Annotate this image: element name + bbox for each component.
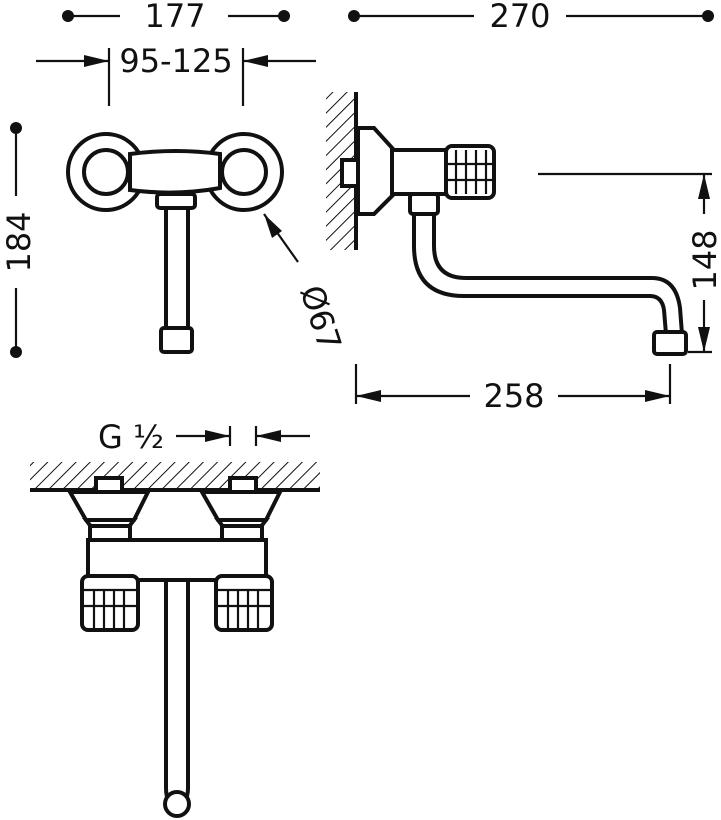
left-fitting xyxy=(66,476,152,544)
dimension-overall-width: 177 xyxy=(62,0,290,35)
top-view: G ½ xyxy=(30,418,320,818)
wall-hatch xyxy=(30,462,320,490)
arrowhead xyxy=(698,174,710,199)
side-view: 270 xyxy=(326,0,721,415)
dimension-label-95-125: 95-125 xyxy=(119,42,232,80)
swivel-spout xyxy=(412,212,685,336)
dimension-endpoint-right xyxy=(702,10,714,22)
dimension-spout-drop: 148 xyxy=(538,172,721,354)
dimension-thread: G ½ xyxy=(98,418,310,456)
front-body xyxy=(66,132,284,354)
dimension-center-distance: 95-125 xyxy=(36,42,316,106)
dimension-overall-height: 184 xyxy=(0,122,38,358)
side-handle xyxy=(444,144,496,200)
dimension-label-184: 184 xyxy=(0,211,38,272)
arrowhead xyxy=(264,214,282,238)
dimension-label-177: 177 xyxy=(144,0,205,35)
dimension-spout-reach: 258 xyxy=(354,364,672,415)
dimension-label-258: 258 xyxy=(483,377,544,415)
dimension-label-thread: G ½ xyxy=(98,418,164,456)
side-body xyxy=(390,148,448,196)
right-handle xyxy=(214,574,274,632)
top-body xyxy=(86,538,268,582)
left-handle xyxy=(80,574,140,632)
arrowhead xyxy=(698,327,710,352)
arrowhead xyxy=(356,390,381,402)
spout-end xyxy=(163,790,191,818)
dimension-endpoint-bottom xyxy=(10,346,22,358)
arrowhead xyxy=(84,55,109,67)
dimension-endpoint-right xyxy=(278,10,290,22)
arrowhead xyxy=(243,55,268,67)
dimension-label-148: 148 xyxy=(686,229,721,290)
dimension-label-diameter: Ø67 xyxy=(292,281,349,355)
arrowhead xyxy=(645,390,670,402)
top-spout xyxy=(164,578,190,807)
front-view: 177 95-125 184 xyxy=(0,0,349,358)
arrowhead xyxy=(205,430,230,442)
dimension-side-length: 270 xyxy=(348,0,714,35)
side-escutcheon xyxy=(356,126,396,216)
dimension-label-270: 270 xyxy=(489,0,550,35)
arrowhead xyxy=(256,430,281,442)
spout-aerator xyxy=(652,330,688,356)
